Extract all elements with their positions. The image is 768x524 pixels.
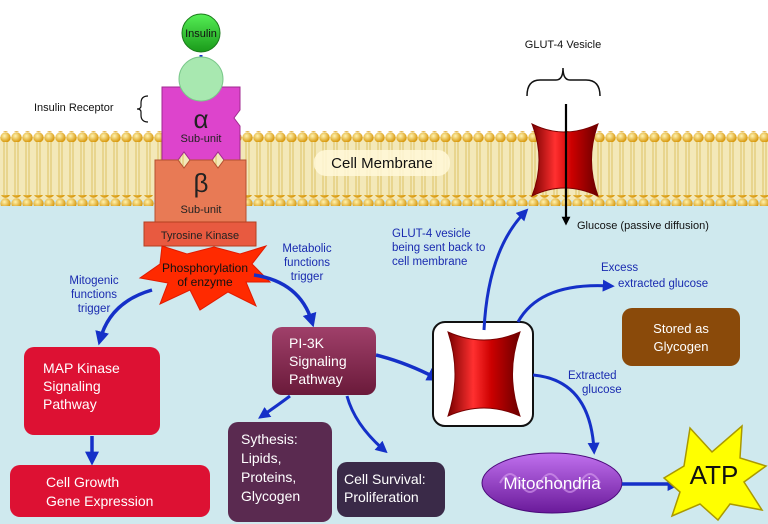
arrow-to-mitochondria: [532, 373, 600, 455]
arrow-to-synthesis: [258, 394, 291, 419]
insulin: Insulin: [181, 13, 221, 53]
atp-label: ATP: [690, 460, 739, 490]
stored-glycogen-box: [622, 308, 740, 366]
insulin-label: Insulin: [185, 28, 217, 40]
synthesis-box: [228, 422, 332, 522]
arrow-to-map-kinase: [95, 288, 153, 346]
phosphorylation-star: [138, 245, 272, 311]
glut4-vesicle-label: GLUT-4 Vesicle: [525, 39, 601, 51]
pi3k-box: [272, 327, 376, 395]
arrow-glut4-to-membrane: [482, 208, 529, 331]
arrow-to-cell-survival: [345, 395, 388, 454]
cell-growth-label-1: Cell Growth: [46, 474, 119, 490]
mitogenic-label-2: functions: [71, 289, 117, 301]
glut4-back-label-3: cell membrane: [392, 256, 467, 268]
glut4-vesicle-brace: [526, 67, 601, 97]
pi3k-label-2: Signaling: [289, 353, 347, 369]
stored-label-1: Stored as: [653, 321, 709, 336]
synthesis-label-2: Lipids,: [241, 450, 281, 466]
mitochondria-cristae: [499, 473, 601, 493]
cell-growth-label-2: Gene Expression: [46, 493, 153, 509]
metabolic-label-2: functions: [284, 257, 330, 269]
receptor-binding-site: [178, 56, 224, 102]
cell-growth-box: [10, 465, 210, 517]
arrow-to-pi3k: [253, 273, 317, 328]
glut4-transporter-internal: [447, 331, 521, 417]
synthesis-label-4: Glycogen: [241, 488, 300, 504]
insulin-receptor-brace: [136, 95, 149, 123]
glut4-back-label-2: being sent back to: [392, 242, 485, 254]
map-kinase-label-2: Signaling: [43, 378, 101, 394]
excess-label-1: Excess: [601, 262, 638, 274]
pi3k-label-1: PI-3K: [289, 335, 325, 351]
extracted-label-2: glucose: [582, 384, 622, 396]
synthesis-label-3: Proteins,: [241, 469, 296, 485]
mitochondria-label: Mitochondria: [503, 474, 601, 493]
excess-label-2: extracted glucose: [618, 278, 708, 290]
mitogenic-label-1: Mitogenic: [69, 275, 118, 287]
extracted-label-1: Extracted: [568, 370, 617, 382]
map-kinase-label-3: Pathway: [43, 396, 97, 412]
mitogenic-label-3: trigger: [78, 303, 111, 315]
cell-membrane-label-bg: [314, 150, 450, 176]
metabolic-label-3: trigger: [291, 271, 324, 283]
cell-survival-label-2: Proliferation: [344, 489, 419, 505]
stored-label-2: Glycogen: [654, 339, 709, 354]
synthesis-label-1: Sythesis:: [241, 431, 298, 447]
arrow-to-stored-glycogen: [516, 279, 615, 323]
alpha-symbol: α: [193, 104, 208, 134]
insulin-receptor-label: Insulin Receptor: [34, 102, 114, 114]
glucose-passive-label: Glucose (passive diffusion): [577, 220, 709, 232]
beta-symbol: β: [194, 168, 209, 198]
cell-membrane-label: Cell Membrane: [331, 155, 433, 172]
alpha-subunit-label: Sub-unit: [181, 133, 222, 145]
tyrosine-kinase: [143, 221, 257, 247]
arrow-to-glut4-internal: [375, 353, 441, 381]
metabolic-label-1: Metabolic: [282, 243, 331, 255]
atp-star: [662, 424, 768, 522]
glut4-back-label-1: GLUT-4 vesicle: [392, 228, 471, 240]
beta-subunit-label: Sub-unit: [181, 204, 222, 216]
map-kinase-label-1: MAP Kinase: [43, 360, 120, 376]
pi3k-label-3: Pathway: [289, 371, 343, 387]
cell-survival-box: [337, 462, 445, 517]
phosphorylation-label-2: of enzyme: [177, 275, 233, 289]
phosphorylation-label-1: Phosphorylation: [162, 261, 248, 275]
map-kinase-box: [24, 347, 160, 435]
insulin-receptor: [143, 56, 257, 247]
cell-survival-label-1: Cell Survival:: [344, 471, 426, 487]
tyrosine-kinase-label: Tyrosine Kinase: [161, 230, 239, 242]
